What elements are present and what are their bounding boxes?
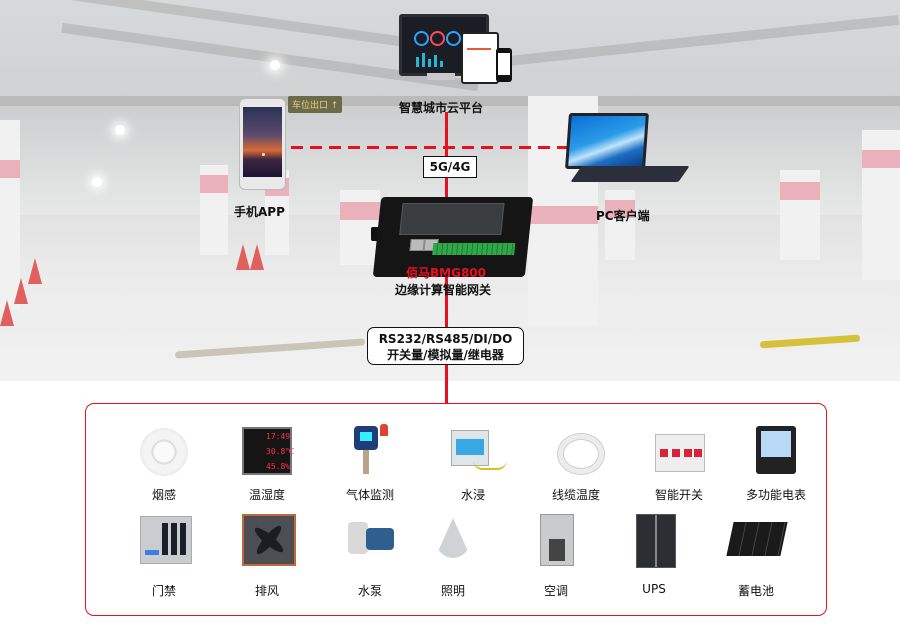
smoke-detector-icon — [134, 424, 194, 480]
cloud-platform-label: 智慧城市云平台 — [399, 101, 484, 115]
device-temperature-humidity: 17:49 30.8℃ 45.8% 温湿度 — [217, 424, 317, 503]
temperature-humidity-display-icon: 17:49 30.8℃ 45.8% — [237, 424, 297, 480]
device-battery: 蓄电池 — [706, 512, 806, 599]
device-access-control: 门禁 — [114, 512, 214, 599]
link-gateway-interfaces — [445, 276, 448, 328]
ups-cabinet-icon — [624, 512, 684, 568]
device-gas-detector: 气体监测 — [320, 424, 420, 503]
lighting-lamp-icon — [423, 512, 483, 568]
smartphone-small-icon — [496, 48, 512, 82]
tablet-icon — [461, 32, 499, 84]
laptop-icon — [565, 113, 649, 169]
device-exhaust-fan: 排风 — [217, 512, 317, 599]
air-conditioner-icon — [526, 512, 586, 568]
interfaces-protocols: RS232/RS485/DI/DO — [378, 332, 513, 346]
multifunction-meter-icon — [746, 424, 806, 480]
smart-breaker-icon — [649, 424, 709, 480]
network-link-badge: 5G/4G — [423, 156, 477, 178]
link-interfaces-panel — [445, 365, 448, 404]
water-pump-icon — [340, 512, 400, 568]
device-multifunction-meter: 多功能电表 — [726, 424, 826, 503]
access-control-keypad-icon — [134, 512, 194, 568]
device-lighting: 照明 — [403, 512, 503, 599]
interfaces-box: RS232/RS485/DI/DO 开关量/模拟量/继电器 — [367, 327, 524, 365]
field-devices-panel: 烟感 17:49 30.8℃ 45.8% 温湿度 气体监测 水浸 线缆温度 — [85, 403, 827, 616]
mobile-app-label: 手机APP — [234, 205, 285, 219]
device-ups: UPS — [604, 512, 704, 596]
gateway-brand-label: 佰马BMG800 — [406, 266, 486, 280]
dashed-link-app-pc — [291, 146, 581, 149]
pc-client-label: PC客户端 — [596, 209, 650, 223]
device-water-leak: 水浸 — [423, 424, 523, 503]
exhaust-fan-icon — [237, 512, 297, 568]
gateway-description-label: 边缘计算智能网关 — [395, 283, 492, 297]
link-cloud-gateway — [445, 112, 448, 198]
water-leak-sensor-icon — [443, 424, 507, 480]
interfaces-signal-types: 开关量/模拟量/继电器 — [387, 348, 504, 362]
device-cable-temperature: 线缆温度 — [526, 424, 626, 503]
battery-bank-icon — [726, 512, 788, 568]
smartphone-icon — [239, 98, 286, 190]
device-smart-switch: 智能开关 — [629, 424, 729, 503]
device-smoke-detector: 烟感 — [114, 424, 214, 503]
device-air-conditioner: 空调 — [506, 512, 606, 599]
gas-detector-icon — [340, 424, 400, 480]
device-water-pump: 水泵 — [320, 512, 420, 599]
cable-temperature-icon — [546, 424, 606, 480]
